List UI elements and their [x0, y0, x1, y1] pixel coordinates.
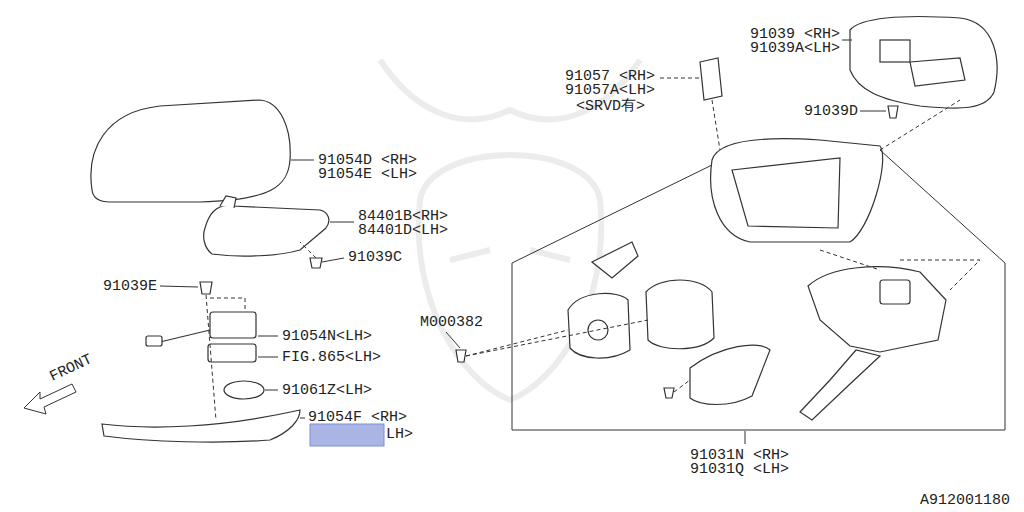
callout-number: 91054F <RH>	[308, 411, 407, 425]
figure-code: A912001180	[920, 494, 1010, 508]
callout-number: 91039A<LH>	[750, 42, 840, 56]
note-label: <SRVD有>	[576, 100, 645, 114]
callout-number: M000382	[420, 316, 483, 330]
callout-number: LH>	[386, 428, 413, 442]
callout-number: 91057 <RH>	[565, 70, 655, 84]
callout-number: 84401D<LH>	[358, 224, 448, 238]
callout-number: 91039E	[103, 280, 157, 294]
callout-number: 91054N<LH>	[282, 330, 372, 344]
callout-number: 91039 <RH>	[750, 28, 840, 42]
leader-lines	[24, 40, 1005, 444]
callout-number: 91031N <RH>	[690, 449, 789, 463]
callout-number: 84401B<RH>	[358, 210, 448, 224]
redaction-box	[310, 424, 384, 446]
callout-number: 91039D	[804, 105, 858, 119]
callout-number: 91054D <RH>	[318, 154, 417, 168]
callout-number: 91057A<LH>	[565, 84, 655, 98]
figure-reference: FIG.865<LH>	[282, 351, 381, 365]
part-outlines	[91, 17, 997, 443]
direction-label: FRONT	[48, 353, 95, 385]
callout-number: 91054E <LH>	[318, 168, 417, 182]
callout-number: 91061Z<LH>	[282, 384, 372, 398]
callout-number: 91039C	[348, 251, 402, 265]
callout-number: 91031Q <LH>	[690, 463, 789, 477]
